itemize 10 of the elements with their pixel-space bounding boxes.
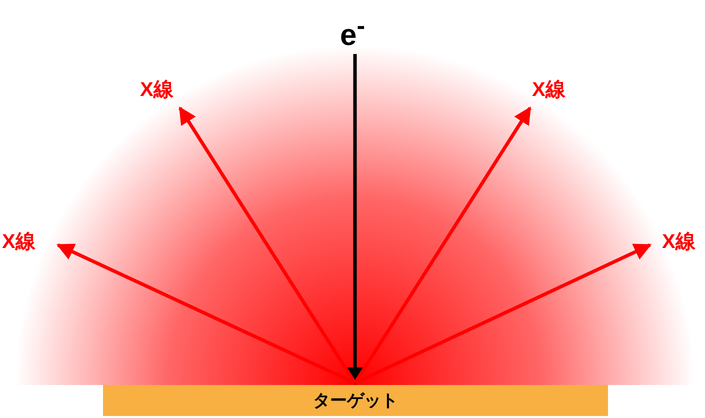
x-ray-label: X線 — [662, 232, 696, 252]
x-ray-label: X線 — [532, 80, 566, 100]
arrow — [354, 243, 652, 385]
x-ray-label: X線 — [140, 80, 174, 100]
arrow — [346, 54, 364, 385]
arrow — [56, 243, 356, 385]
arrow — [354, 106, 532, 384]
electron-label: e$^{-}$ — [340, 14, 366, 51]
x-ray-label: X線 — [2, 232, 36, 252]
target-plate: ターゲット — [103, 385, 608, 416]
